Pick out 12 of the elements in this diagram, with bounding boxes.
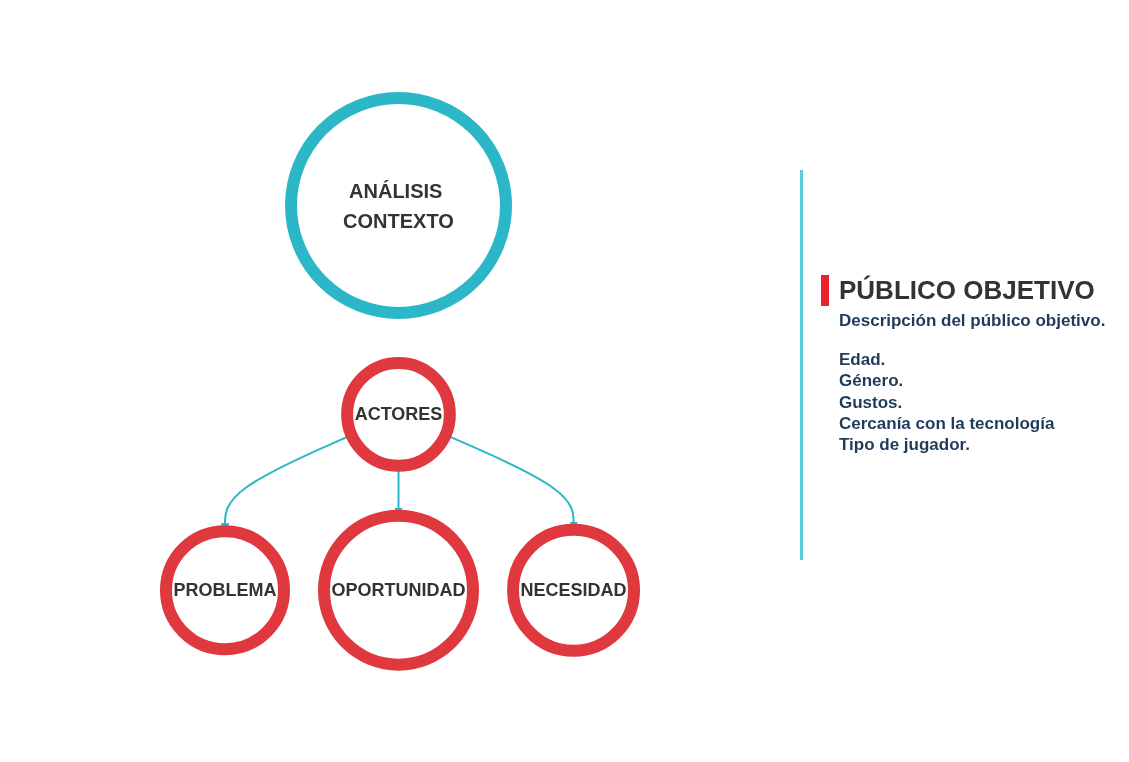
list-item: Cercanía con la tecnología: [839, 412, 1056, 434]
node-circle: NECESIDAD: [507, 523, 640, 657]
node-circle: ACTORES: [341, 356, 456, 472]
node-circle: PROBLEMA: [160, 524, 290, 655]
description-text: Descripción del público objetivo.: [839, 309, 1106, 331]
list-item: Edad.: [839, 349, 887, 371]
list-item: Gustos.: [839, 391, 904, 413]
node-circle: ANÁLISIS CONTEXTO: [285, 91, 512, 319]
node-circle: OPORTUNIDAD: [318, 509, 479, 671]
section-heading: PÚBLICO OBJETIVO: [821, 274, 1106, 306]
list-item: Tipo de jugador.: [839, 434, 971, 456]
list-item: Género.: [839, 370, 905, 392]
